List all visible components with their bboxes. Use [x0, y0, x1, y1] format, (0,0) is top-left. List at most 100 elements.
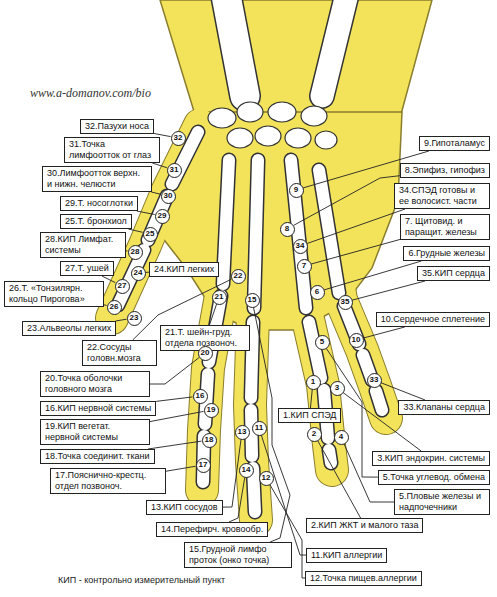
- carpal-bone: [237, 102, 263, 122]
- point-label: 21.Т. шейн-груд. отдела позвоноч.: [165, 327, 237, 348]
- label-box: 9.Гипоталамус: [419, 136, 490, 151]
- point-label: 5.Пловые железы и надпочечники: [399, 491, 481, 512]
- point-number: 9: [294, 186, 298, 194]
- point-label: 25.Т. бронхиол: [65, 216, 127, 226]
- point-circle: 10: [349, 333, 364, 348]
- point-number: 14: [242, 466, 251, 474]
- point-circle: 4: [334, 430, 349, 445]
- leader-line: [261, 435, 306, 555]
- point-number: 27: [118, 282, 127, 290]
- leader-line: [156, 397, 192, 401]
- label-box: 6.Грудные железы: [403, 246, 490, 261]
- label-box: 7. Щитовид. и паращит. железы: [400, 214, 490, 240]
- label-box: 23.Альвеолы легких: [22, 321, 116, 336]
- point-circle: 19: [204, 403, 219, 418]
- point-number: 29: [158, 212, 167, 220]
- point-number: 25: [146, 230, 155, 238]
- point-number: 32: [174, 134, 183, 142]
- point-number: 19: [207, 406, 216, 414]
- leader-line: [223, 439, 241, 507]
- point-label: 18.Точка соединит. ткани: [45, 451, 150, 461]
- label-box: 16.КИП нервной системы: [40, 401, 156, 416]
- point-label: 11.КИП аллергии: [311, 550, 382, 560]
- point-label: 24.КИП легких: [154, 264, 214, 274]
- point-number: 16: [196, 392, 205, 400]
- point-label: 13.КИП сосудов: [151, 502, 218, 512]
- carpal-bone: [227, 128, 253, 148]
- point-circle: 16: [193, 389, 208, 404]
- point-number: 23: [130, 314, 139, 322]
- point-number: 8: [285, 225, 289, 233]
- point-label: 10.Сердечное сплетение: [381, 314, 485, 324]
- point-circle: 34: [293, 239, 308, 254]
- point-number: 35: [341, 298, 350, 306]
- point-number: 11: [255, 424, 263, 432]
- point-circle: 32: [171, 131, 186, 146]
- point-number: 21: [215, 293, 224, 301]
- point-circle: 2: [307, 427, 322, 442]
- point-number: 5: [320, 338, 324, 346]
- point-circle: 24: [131, 266, 146, 281]
- label-box: 18.Точка соединит. ткани: [40, 449, 155, 464]
- point-number: 4: [339, 433, 343, 441]
- label-box: 25.Т. бронхиол: [60, 214, 132, 229]
- point-number: 34: [296, 242, 305, 250]
- point-label: 5.Точка углевод. обмена: [383, 472, 485, 482]
- leader-line: [352, 281, 425, 300]
- leader-line: [209, 304, 216, 325]
- point-number: 1: [311, 378, 315, 386]
- label-box: 26.Т. «Тонзилярн. кольцо Пирогова»: [4, 281, 104, 307]
- leader-line: [381, 383, 425, 400]
- point-circle: 14: [239, 463, 254, 478]
- label-box: 2.КИП ЖКТ и малого таза: [306, 518, 423, 533]
- leader-line: [137, 211, 155, 215]
- point-circle: 20: [198, 346, 213, 361]
- point-number: 3: [335, 384, 339, 392]
- point-circle: 22: [231, 269, 246, 284]
- point-circle: 25: [143, 227, 158, 242]
- leader-line: [150, 411, 204, 421]
- point-label: 17.Пояснично-крестц. отдел позвоноч.: [55, 470, 146, 491]
- point-number: 33: [370, 376, 379, 384]
- leader-line: [115, 319, 126, 321]
- label-box: 5.Пловые железы и надпочечники: [394, 489, 490, 515]
- point-circle: 23: [127, 311, 142, 326]
- label-box: 15.Грудной лимфо проток (онко точка): [184, 542, 292, 568]
- carpal-bone: [301, 106, 327, 126]
- point-label: 28.КИП Лимфат. системы: [45, 234, 113, 255]
- point-circle: 13: [235, 425, 250, 440]
- point-circle: 31: [167, 163, 182, 178]
- point-label: 6.Грудные железы: [408, 248, 485, 258]
- forearm-bone: [225, 0, 245, 96]
- label-box: 27.Т. ушей: [60, 261, 114, 276]
- forearm-bone: [322, 0, 348, 96]
- point-circle: 7: [297, 259, 312, 274]
- point-circle: 11: [252, 421, 267, 436]
- leader-line: [152, 163, 167, 168]
- leader-line: [311, 239, 400, 264]
- leader-line: [166, 466, 196, 471]
- finger-bone-outline: [118, 132, 382, 512]
- label-box: 20.Точка оболочки головного мозга: [40, 371, 150, 397]
- label-box: 30.Лимфоотток верхн. и нижн. челюсти: [42, 166, 152, 192]
- carpal-bone: [285, 128, 311, 148]
- label-box: 29.Т. носоглотки: [60, 196, 138, 211]
- point-label: 8.Эпифиз, гипофиз: [405, 165, 485, 175]
- label-box: 1.КИП СПЭД: [278, 408, 341, 423]
- point-number: 2: [312, 430, 316, 438]
- point-number: 17: [199, 461, 208, 469]
- leader-line: [310, 389, 312, 408]
- carpal-bone: [255, 126, 281, 146]
- point-label: 27.Т. ушей: [65, 263, 109, 273]
- point-circle: 8: [280, 222, 295, 237]
- point-circle: 21: [212, 290, 227, 305]
- point-label: 35.КИП сердца: [422, 268, 485, 278]
- forearm-bone-outline: [225, 0, 245, 96]
- leader-line: [151, 192, 160, 194]
- point-label: 12.Точка пищев.аллергии: [310, 573, 417, 583]
- point-label: 16.КИП нервной системы: [45, 403, 151, 413]
- point-circle: 17: [196, 458, 211, 473]
- point-number: 30: [164, 192, 173, 200]
- point-label: 26.Т. «Тонзилярн. кольцо Пирогова»: [9, 283, 85, 304]
- carpal-bones: [208, 102, 337, 149]
